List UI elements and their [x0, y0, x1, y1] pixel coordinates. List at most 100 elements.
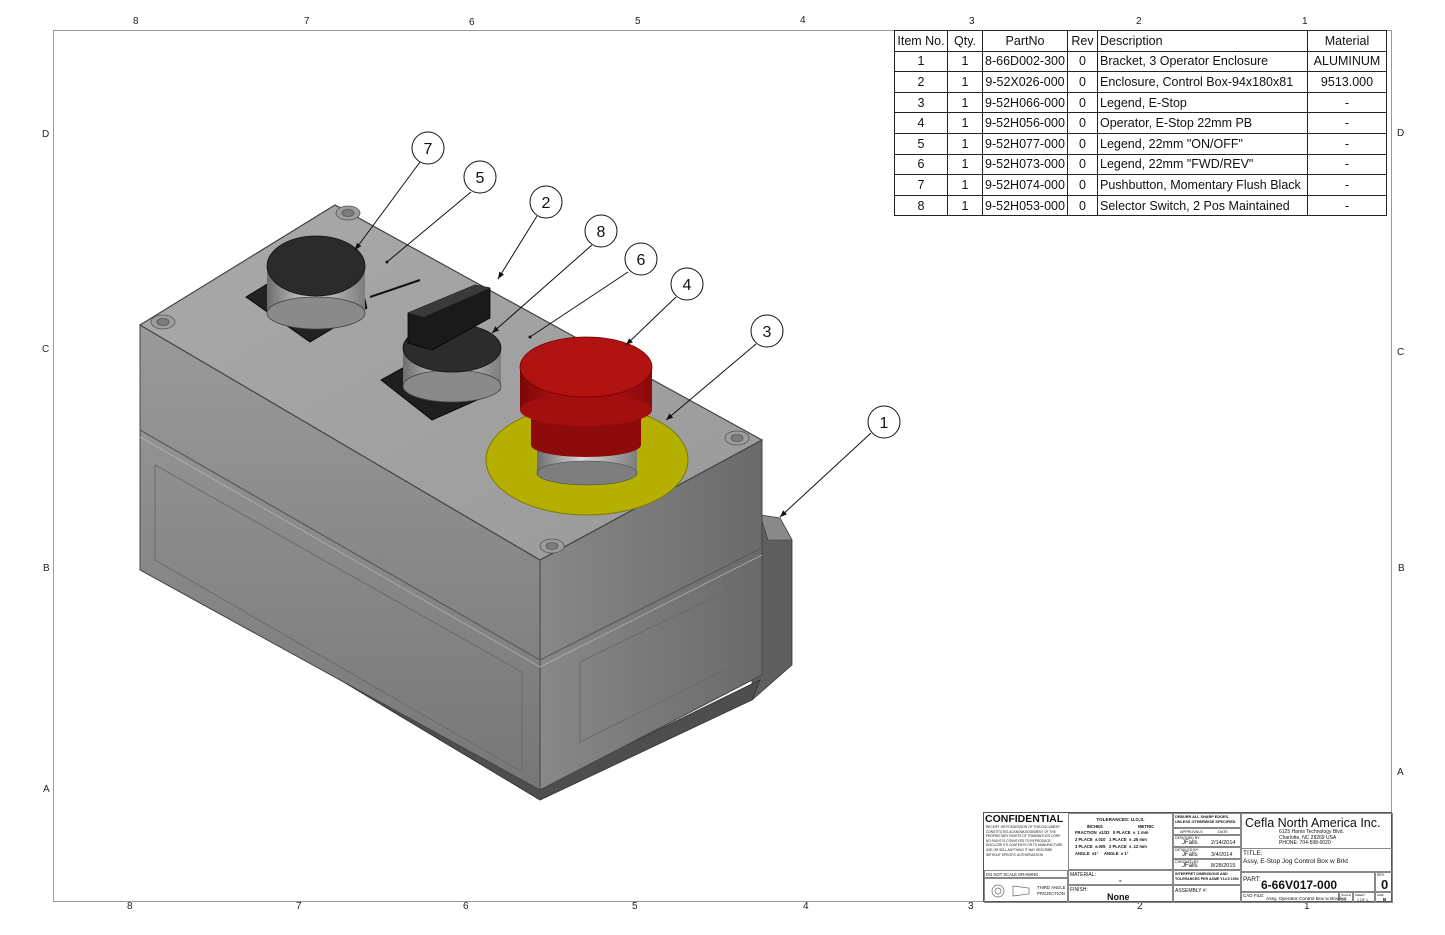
- bom-header-row: Item No. Qty. PartNo Rev Description Mat…: [894, 30, 1387, 52]
- tol-row: ANGLE ±1° ANGLE ± 1°: [1075, 851, 1129, 856]
- bom-cell: 0: [1067, 153, 1098, 176]
- bom-cell: Selector Switch, 2 Pos Maintained: [1097, 194, 1308, 217]
- leader-lines: [354, 161, 872, 518]
- bom-cell: 0: [1067, 112, 1098, 134]
- balloon-label-5: 5: [476, 170, 485, 187]
- balloon-3: [750, 314, 784, 348]
- pushbutton-black: [245, 235, 421, 343]
- zone-right-B: B: [1398, 563, 1405, 574]
- balloon-1: [867, 405, 901, 439]
- checked-by-label: CHECKED BY:: [1175, 860, 1200, 864]
- tolerances-title: TOLERANCES: U.O.S.: [1096, 817, 1145, 822]
- metric-label: METRIC: [1137, 824, 1155, 829]
- cad-file-label: CAD FILE:: [1243, 893, 1265, 898]
- bom-cell: Enclosure, Control Box-94x180x81: [1097, 71, 1308, 93]
- bom-cell: 3: [894, 91, 948, 114]
- designed-date: 2/14/2014: [1211, 840, 1236, 846]
- projection-symbol-icon: [991, 884, 1030, 898]
- bom-cell: 8: [894, 194, 948, 217]
- size-label: SIZE: [1377, 893, 1384, 897]
- checked-date: 8/28/2015: [1211, 863, 1236, 869]
- balloon-label-6: 6: [637, 252, 646, 269]
- finish-value: None: [1107, 892, 1130, 902]
- rev-value: 0: [1381, 877, 1389, 892]
- detailed-by-label: DETAILED BY:: [1175, 848, 1199, 852]
- bom-header: Material: [1307, 30, 1387, 52]
- zone-bottom-1: 1: [1304, 901, 1310, 912]
- bom-cell: 1: [894, 50, 948, 73]
- approvals-label: APPROVALS: [1180, 830, 1203, 834]
- bom-cell: 9-52X026-000: [982, 71, 1068, 93]
- bom-cell: 5: [894, 132, 948, 155]
- zone-left-C: C: [42, 344, 50, 355]
- zone-left-B: B: [43, 563, 50, 574]
- date-label: DATE: [1218, 830, 1228, 834]
- bom-cell: Bracket, 3 Operator Enclosure: [1097, 50, 1308, 73]
- bom-cell: 1: [947, 153, 983, 176]
- zone-bottom-8: 8: [127, 901, 133, 912]
- balloon-label-2: 2: [542, 195, 551, 212]
- bom-cell: 1: [947, 174, 983, 196]
- bom-cell: 2: [894, 71, 948, 93]
- balloon-8: [584, 214, 618, 248]
- zone-bottom-4: 4: [803, 901, 809, 912]
- bom-cell: -: [1307, 91, 1387, 114]
- zone-right-A: A: [1397, 767, 1404, 778]
- bom-cell: 1: [947, 91, 983, 114]
- zone-right-C: C: [1397, 347, 1405, 358]
- title-label: TITLE:: [1243, 850, 1263, 857]
- bom-header: Description: [1097, 30, 1308, 52]
- bom-cell: -: [1307, 194, 1387, 217]
- designer: JFalls: [1182, 840, 1198, 846]
- drawing-border: [53, 30, 1392, 902]
- zone-bottom-3: 3: [968, 901, 974, 912]
- zone-top-7: 7: [304, 16, 310, 27]
- bom-cell: 1: [947, 71, 983, 93]
- balloon-label-7: 7: [424, 141, 433, 158]
- estop: [485, 336, 689, 516]
- balloon-label-3: 3: [763, 324, 772, 341]
- sheet-label: SHEET: [1355, 893, 1366, 897]
- bom-cell: 0: [1067, 50, 1098, 73]
- bom-cell: 0: [1067, 91, 1098, 114]
- bom-header: Item No.: [894, 30, 948, 52]
- zone-bottom-6: 6: [463, 901, 469, 912]
- bom-cell: 0: [1067, 174, 1098, 196]
- bom-cell: Legend, 22mm "FWD/REV": [1097, 153, 1308, 176]
- tol-row: 3 PLACE ±.005 2 PLACE ± .12 mm: [1075, 844, 1147, 849]
- part-number: 6-66V017-000: [1261, 878, 1338, 892]
- title-block: CONFIDENTIAL RECEIPT OR POSSESSION OF TH…: [983, 812, 1393, 903]
- company-address-1: 6125 Harris Technology Blvd.: [1279, 829, 1344, 835]
- finish-label: FINISH:: [1070, 887, 1088, 893]
- balloon-5: [463, 160, 497, 194]
- cad-file: Assy, Operator Control Box w Bracket: [1266, 897, 1347, 902]
- zone-top-8: 8: [133, 16, 139, 27]
- bom-cell: 4: [894, 112, 948, 134]
- bom-cell: Legend, 22mm "ON/OFF": [1097, 132, 1308, 155]
- bom-cell: 9-52H074-000: [982, 174, 1068, 196]
- bom-cell: Pushbutton, Momentary Flush Black: [1097, 174, 1308, 196]
- deburr-note: DEBURR ALL SHARP EDGES UNLESS OTHERWISE …: [1173, 813, 1241, 828]
- bom-cell: 9-52H066-000: [982, 91, 1068, 114]
- bom-header: Rev: [1067, 30, 1098, 52]
- zone-bottom-2: 2: [1137, 901, 1143, 912]
- material-value: -: [1119, 876, 1122, 885]
- bom-cell: 7: [894, 174, 948, 196]
- bom-cell: 9513.000: [1307, 71, 1387, 93]
- zone-left-D: D: [42, 129, 50, 140]
- bom-cell: 8-66D002-300: [982, 50, 1068, 73]
- bom-cell: 1: [947, 132, 983, 155]
- confidential-notice: RECEIPT OR POSSESSION OF THIS DOCUMENT C…: [986, 825, 1063, 857]
- rev-label: REV: [1377, 873, 1385, 877]
- company-name: Cefla North America Inc.: [1245, 816, 1381, 830]
- bom-cell: -: [1307, 112, 1387, 134]
- bom-cell: 0: [1067, 132, 1098, 155]
- bom-cell: 9-52H056-000: [982, 112, 1068, 134]
- bom-cell: -: [1307, 174, 1387, 196]
